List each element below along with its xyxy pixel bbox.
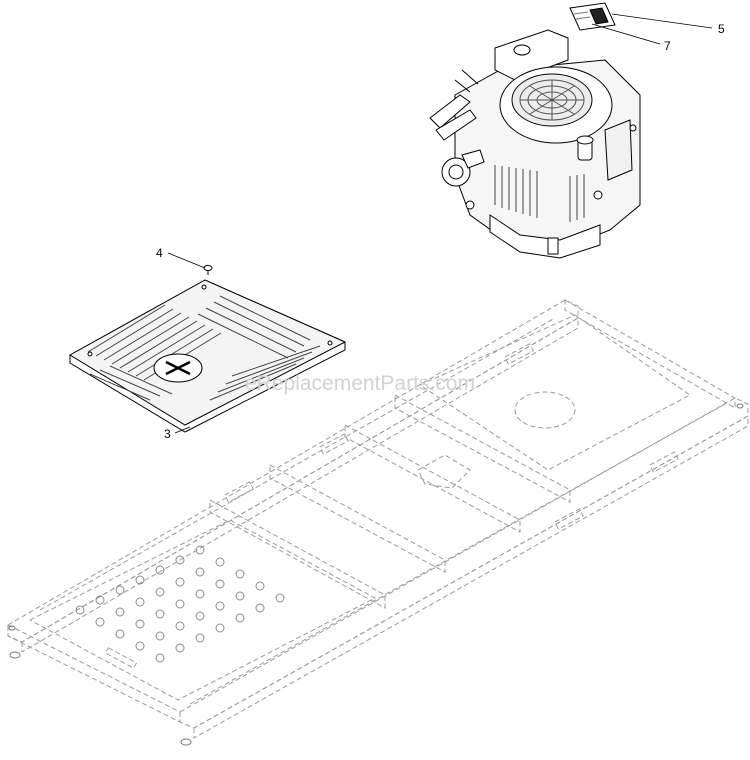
mat-ridges <box>87 295 321 401</box>
callout-label-7: 7 <box>664 39 671 53</box>
floor-mat <box>69 279 347 433</box>
engine-fan-ribs <box>519 79 585 121</box>
frame-feet <box>8 403 744 746</box>
engine-decal <box>569 2 616 31</box>
callout-label-3: 3 <box>164 427 171 441</box>
callout-label-4: 4 <box>156 246 163 260</box>
watermark-text: eReplacementParts.com <box>245 372 475 395</box>
chassis-frame <box>7 299 749 739</box>
leader-lines <box>167 13 713 434</box>
floor-dimples <box>75 545 285 663</box>
engine-cooling-fins <box>494 165 585 222</box>
callout-label-5: 5 <box>718 22 725 36</box>
engine <box>429 29 641 259</box>
mat-fastener <box>203 265 213 275</box>
